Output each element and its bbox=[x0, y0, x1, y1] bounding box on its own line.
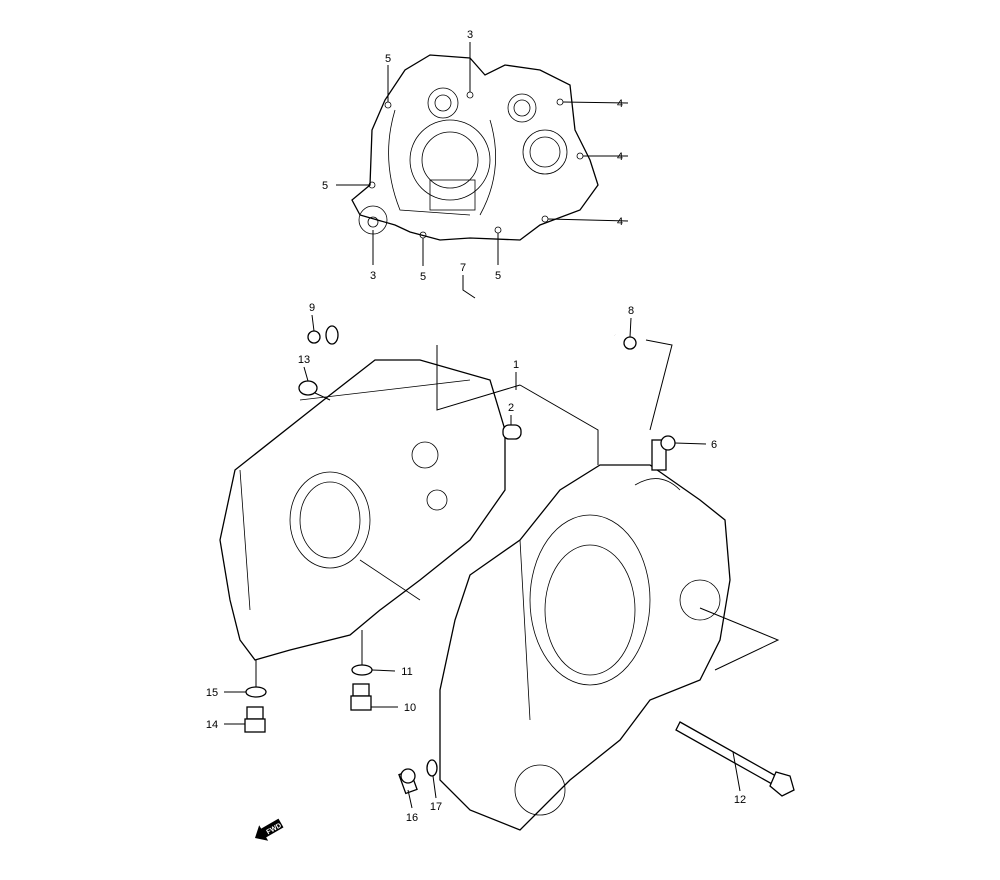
callout-13: 13 bbox=[298, 354, 310, 366]
callout-5-left: 5 bbox=[322, 180, 328, 192]
callout-10: 10 bbox=[404, 702, 416, 714]
callout-2: 2 bbox=[508, 402, 514, 414]
drain-plug-14 bbox=[244, 706, 266, 733]
washer-15 bbox=[245, 686, 267, 698]
callout-5-bottom-b: 5 bbox=[495, 270, 501, 282]
breather-fitting-6 bbox=[651, 435, 676, 471]
bolt-12 bbox=[675, 721, 795, 797]
callout-3-bottom: 3 bbox=[370, 270, 376, 282]
bolt-16 bbox=[398, 768, 418, 795]
callout-14: 14 bbox=[206, 719, 218, 731]
crankcase-left-half bbox=[219, 359, 506, 661]
hose-clamp-8 bbox=[623, 336, 637, 350]
callout-12: 12 bbox=[734, 794, 746, 806]
callout-4-a: 4 bbox=[617, 98, 623, 110]
breather-hose bbox=[325, 293, 617, 345]
callout-8: 8 bbox=[628, 305, 634, 317]
callout-1: 1 bbox=[513, 359, 519, 371]
callout-5-top: 5 bbox=[385, 53, 391, 65]
callout-3-top: 3 bbox=[467, 29, 473, 41]
hose-clamp-9 bbox=[307, 330, 321, 344]
callout-15: 15 bbox=[206, 687, 218, 699]
callout-17: 17 bbox=[430, 801, 442, 813]
nut-13 bbox=[298, 380, 318, 396]
fwd-label: FWD bbox=[266, 822, 283, 836]
callout-6: 6 bbox=[711, 439, 717, 451]
callout-4-b: 4 bbox=[617, 151, 623, 163]
washer-17 bbox=[426, 759, 438, 777]
dowel-pin-2 bbox=[502, 424, 522, 440]
callout-labels: 3 5 4 4 5 4 3 5 5 7 9 8 13 1 2 6 15 11 1… bbox=[206, 29, 746, 824]
callout-16: 16 bbox=[406, 812, 418, 824]
callout-9: 9 bbox=[309, 302, 315, 314]
fwd-arrow-icon: FWD bbox=[255, 818, 284, 841]
callout-4-c: 4 bbox=[617, 216, 623, 228]
washer-11 bbox=[351, 664, 373, 676]
crankcase-right-half bbox=[439, 464, 731, 831]
callout-5-bottom-a: 5 bbox=[420, 271, 426, 283]
leader-lines bbox=[224, 42, 780, 809]
callout-7: 7 bbox=[460, 262, 466, 274]
plug-10 bbox=[350, 683, 372, 711]
crankcase-gasket bbox=[351, 54, 599, 241]
callout-11: 11 bbox=[401, 666, 412, 678]
